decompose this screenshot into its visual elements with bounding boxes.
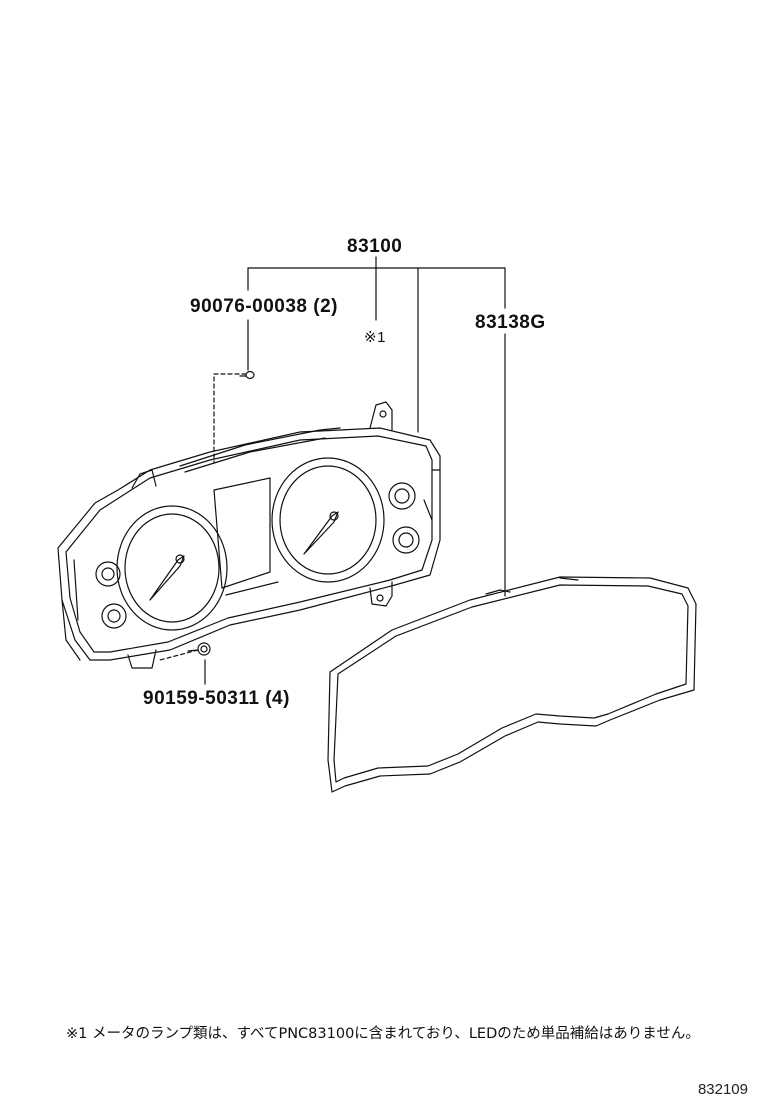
meter-glass [327, 576, 697, 793]
meter-cluster [57, 401, 441, 669]
note-marker: ※1 [364, 329, 386, 346]
footnote: ※1 メータのランプ類は、すべてPNC83100に含まれており、LEDのため単品… [66, 1026, 700, 1042]
part-label-glass: 83138G [475, 312, 546, 333]
part-label-83100: 83100 [347, 236, 403, 257]
screw-icon [239, 370, 255, 380]
part-label-bolt: 90159-50311 (4) [143, 688, 290, 709]
bolt-icon [187, 642, 211, 656]
leader-lines [159, 256, 506, 685]
diagram-code: 832109 [697, 1081, 748, 1098]
part-label-screw: 90076-00038 (2) [190, 296, 338, 317]
